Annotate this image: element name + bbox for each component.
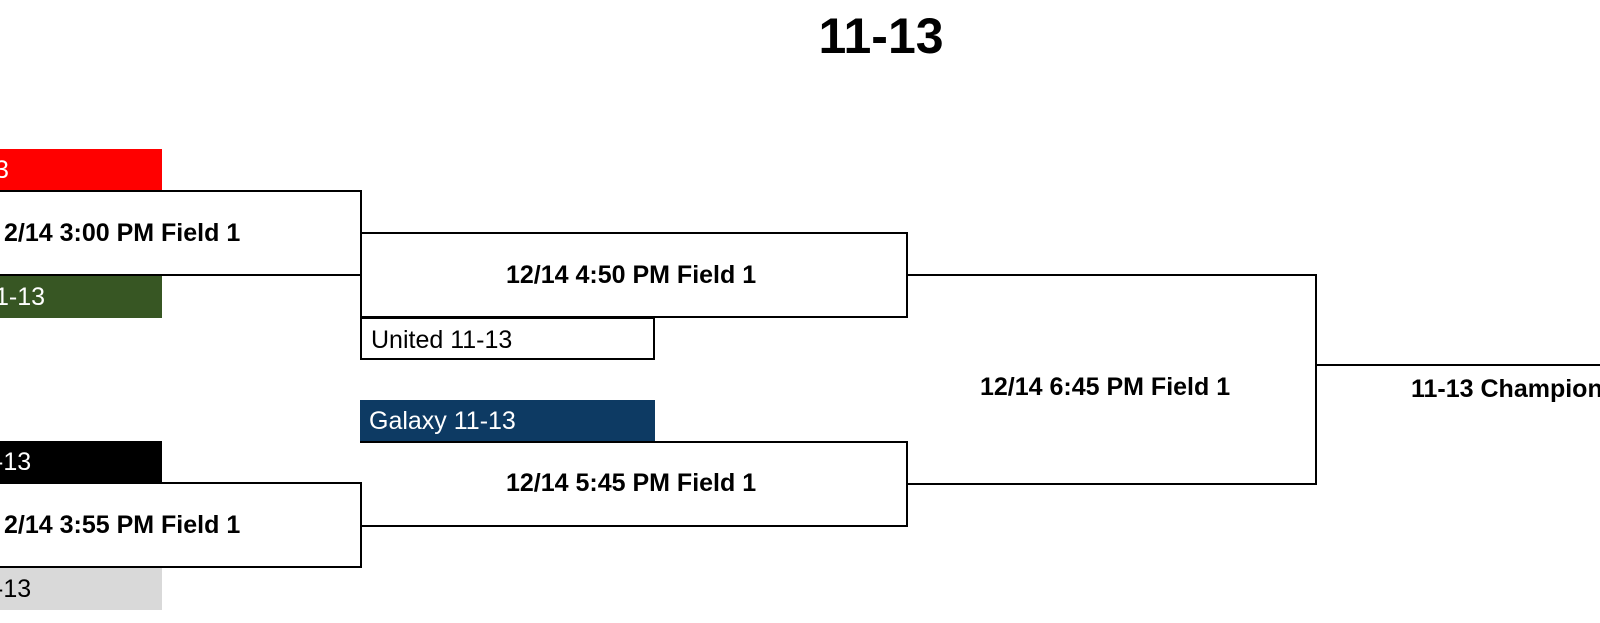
match-label-1: 2/14 3:00 PM Field 1 xyxy=(4,219,241,247)
match-label-2: 2/14 3:55 PM Field 1 xyxy=(4,511,241,539)
team-label: 1-13 xyxy=(0,283,46,311)
team-slot-r1-top-b: 1-13 xyxy=(0,276,162,318)
team-label: -13 xyxy=(0,575,32,603)
bracket-title: 11-13 xyxy=(818,8,944,64)
final-connector xyxy=(1315,364,1600,366)
team-slot-united: United 11-13 xyxy=(360,317,655,360)
team-label: 3 xyxy=(0,156,9,184)
match-label-4: 12/14 5:45 PM Field 1 xyxy=(506,469,757,497)
match-label-5: 12/14 6:45 PM Field 1 xyxy=(980,373,1231,401)
match-label-3: 12/14 4:50 PM Field 1 xyxy=(506,261,757,289)
match-box-5 xyxy=(906,274,1317,485)
team-slot-r1-bot-a: -13 xyxy=(0,441,162,483)
team-label: -13 xyxy=(0,448,32,476)
team-label: United 11-13 xyxy=(371,326,513,354)
team-label: Galaxy 11-13 xyxy=(369,407,516,435)
connector xyxy=(360,232,362,276)
team-slot-galaxy: Galaxy 11-13 xyxy=(360,400,655,442)
team-slot-r1-top-a: 3 xyxy=(0,149,162,191)
team-slot-r1-bot-b: -13 xyxy=(0,568,162,610)
champion-label: 11-13 Champion xyxy=(1411,375,1600,403)
